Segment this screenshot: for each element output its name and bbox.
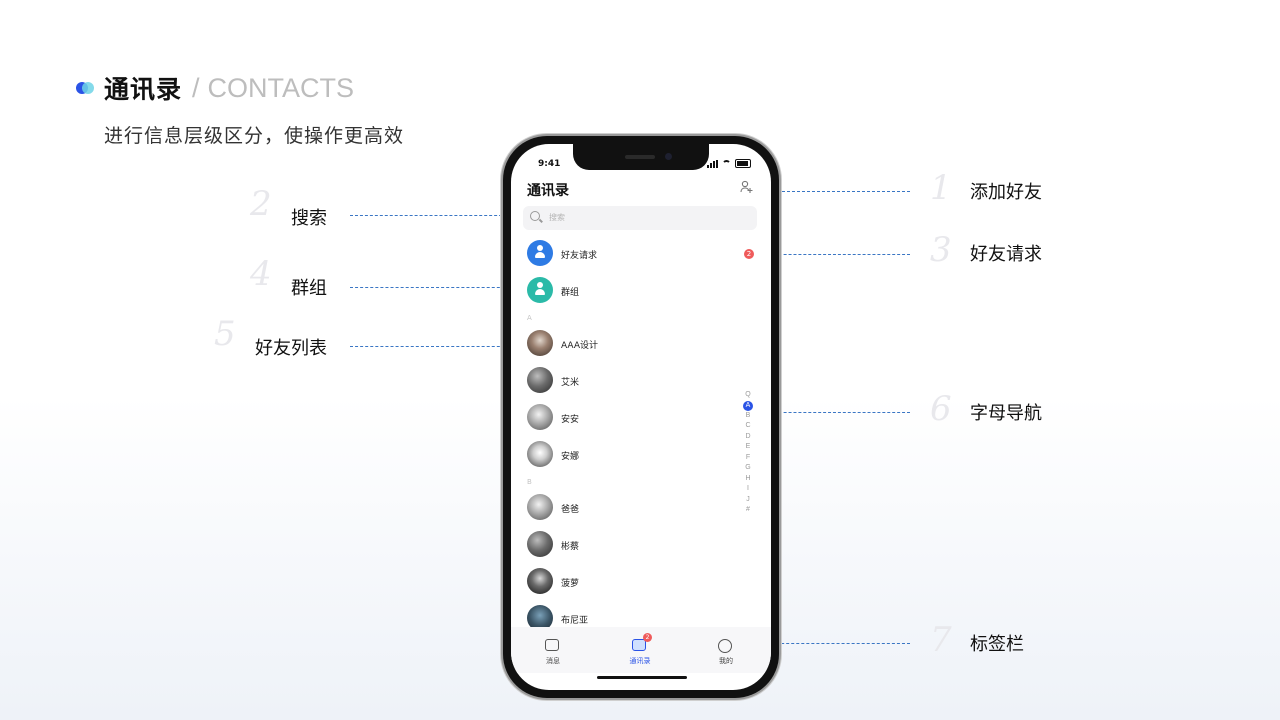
contact-row[interactable]: 菠萝 [527,568,747,596]
phone-notch [573,144,709,170]
index-letter-active[interactable]: A [743,400,753,411]
index-letter[interactable]: G [745,464,751,471]
page-title-en: CONTACTS [207,72,355,103]
avatar [527,605,553,631]
contact-row[interactable]: 艾米 [527,367,747,395]
avatar [527,367,553,393]
page-subtitle: 进行信息层级区分，使操作更高效 [104,125,405,147]
contact-name: 艾米 [561,378,580,388]
friend-request-row[interactable]: 好友请求 [527,240,747,268]
section-header-b: B [527,478,532,486]
avatar [527,404,553,430]
groups-row[interactable]: 群组 [527,277,747,305]
contact-name: 安娜 [561,452,580,462]
index-letter[interactable]: E [745,443,751,450]
signal-icon [707,159,718,168]
tab-bar: 消息 2 通讯录 我的 [511,627,771,673]
message-icon [545,639,559,651]
page-heading: 通讯录 / CONTACTS [76,70,354,106]
contact-name: 爸爸 [561,505,580,515]
search-placeholder: 搜索 [549,213,565,222]
index-letter[interactable]: C [745,422,751,429]
contacts-icon [632,639,646,651]
status-time: 9:41 [538,159,561,169]
page-title: 通讯录 [104,75,183,104]
contact-row[interactable]: 布尼亚 [527,605,747,633]
contact-row[interactable]: 爸爸 [527,494,747,522]
contact-name: 彬蔡 [561,542,580,552]
section-header-a: A [527,314,532,322]
index-letter[interactable]: H [745,474,751,482]
friend-request-badge: 2 [744,249,754,259]
avatar [527,330,553,356]
wifi-icon [722,160,731,167]
index-letter[interactable]: B [745,411,751,419]
friend-request-label: 好友请求 [561,251,598,261]
avatar [527,441,553,467]
profile-icon [718,639,732,653]
bullet-icon [76,82,94,94]
alphabet-index[interactable]: Q A B C D E F G H I J # [742,390,754,516]
title-separator: / [192,72,200,103]
tab-label: 消息 [546,657,560,665]
index-letter[interactable]: J [746,495,750,503]
phone-mockup: 9:41 通讯录 搜索 好友请求 2 群组 A AAA设计 [503,136,779,698]
battery-icon [735,159,751,168]
groups-label: 群组 [561,288,580,298]
add-friend-button[interactable] [739,180,755,196]
tab-label: 通讯录 [629,657,651,665]
tab-profile[interactable]: 我的 [696,627,756,667]
contact-name: 安安 [561,415,580,425]
avatar [527,531,553,557]
index-letter[interactable]: F [745,453,751,461]
phone-screen: 9:41 通讯录 搜索 好友请求 2 群组 A AAA设计 [511,144,771,690]
friend-request-icon [527,240,553,266]
tab-label: 我的 [719,657,733,665]
contact-row[interactable]: 安娜 [527,441,747,469]
search-input[interactable]: 搜索 [523,206,757,230]
home-indicator [597,676,687,679]
tab-contacts[interactable]: 2 通讯录 [610,627,670,667]
contact-row[interactable]: 安安 [527,404,747,432]
contact-name: AAA设计 [561,341,598,351]
index-letter[interactable]: D [745,432,751,440]
index-letter[interactable]: I [747,485,749,492]
tab-badge: 2 [643,633,652,642]
tab-messages[interactable]: 消息 [523,627,583,667]
groups-icon [527,277,553,303]
contact-row[interactable]: 彬蔡 [527,531,747,559]
avatar [527,494,553,520]
add-friend-icon [740,180,753,193]
index-letter[interactable]: Q [745,391,751,398]
avatar [527,568,553,594]
index-letter[interactable]: # [746,506,750,513]
nav-title: 通讯录 [527,183,569,199]
status-icons [707,159,751,168]
contact-name: 菠萝 [561,579,580,589]
search-icon [530,211,540,221]
contact-name: 布尼亚 [561,616,589,626]
contact-row[interactable]: AAA设计 [527,330,747,358]
